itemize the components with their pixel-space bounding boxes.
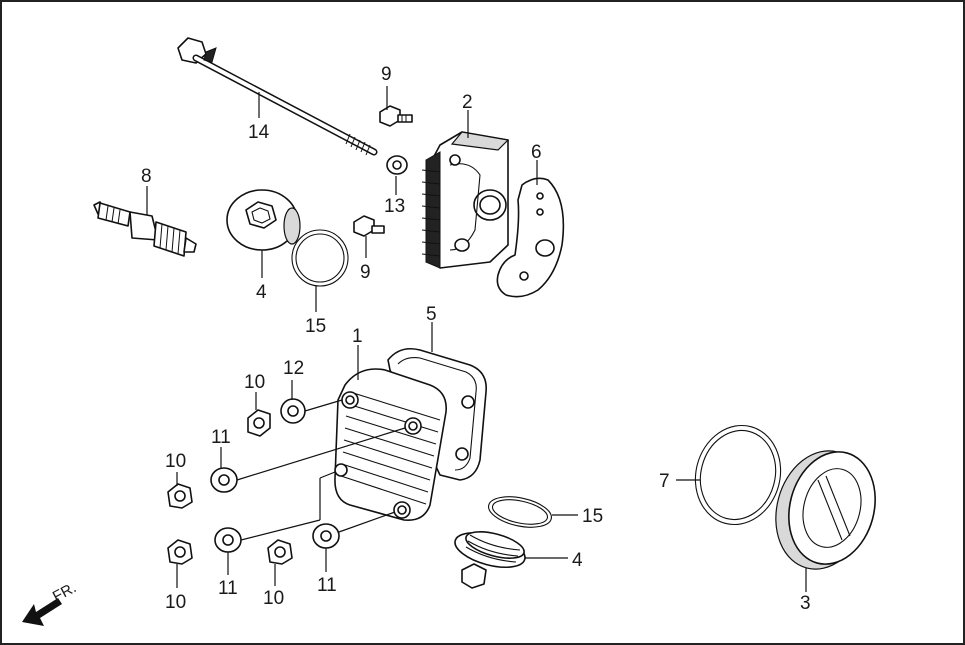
part-6-gasket-plate[interactable] [496, 177, 565, 298]
callout-10-c: 10 [165, 592, 186, 613]
callout-10-a: 10 [244, 372, 265, 393]
callout-6: 6 [531, 142, 542, 163]
assembly-lines [236, 399, 406, 541]
part-10-nut-b[interactable] [167, 483, 193, 509]
part-10-nut-d[interactable] [267, 539, 293, 565]
callout-8: 8 [141, 166, 152, 187]
callout-4-top: 4 [256, 282, 267, 303]
callout-13: 13 [384, 196, 405, 217]
part-9-bolt-lower[interactable] [353, 215, 385, 237]
callout-2: 2 [462, 92, 473, 113]
part-9-bolt-top[interactable] [379, 105, 413, 127]
part-15-o-ring-lower[interactable] [486, 492, 554, 533]
part-14-stud-bolt[interactable] [177, 37, 378, 156]
callout-11-a: 11 [211, 427, 231, 448]
part-8-spark-plug[interactable] [93, 201, 197, 257]
part-7-large-o-ring[interactable] [684, 416, 791, 534]
part-11-washer-b[interactable] [214, 527, 242, 553]
part-10-nut-c[interactable] [167, 539, 193, 565]
callout-15-lower: 15 [582, 506, 603, 527]
part-10-nut-a[interactable] [247, 409, 271, 437]
callout-5: 5 [426, 304, 437, 325]
part-15-o-ring-top[interactable] [291, 229, 349, 287]
callout-leader-lines [146, 86, 807, 592]
callout-1: 1 [352, 326, 363, 347]
part-4-plug-cap-top[interactable] [226, 189, 301, 251]
part-1-head-cover[interactable] [334, 368, 447, 522]
part-12-washer[interactable] [280, 398, 306, 424]
callout-10-d: 10 [263, 588, 284, 609]
part-4-threaded-plug-lower[interactable] [451, 526, 528, 589]
callout-15-top: 15 [305, 316, 326, 337]
callout-11-b: 11 [218, 578, 238, 599]
callout-9-lower: 9 [360, 262, 371, 283]
part-3-round-cover[interactable] [763, 440, 887, 579]
callout-11-c: 11 [317, 575, 337, 596]
callout-3: 3 [800, 593, 811, 614]
callout-4-lower: 4 [572, 550, 583, 571]
callout-9-top: 9 [381, 64, 392, 85]
front-arrow-icon [22, 598, 62, 626]
part-2-tensioner-block[interactable] [421, 131, 510, 269]
callout-12: 12 [283, 358, 304, 379]
callout-14: 14 [248, 122, 270, 143]
front-direction-indicator: FR. [22, 579, 79, 626]
part-13-washer[interactable] [386, 155, 408, 175]
part-11-washer-c[interactable] [312, 523, 340, 549]
callout-labels: 14 9 13 2 6 8 4 15 9 1 5 12 10 11 10 11 … [141, 64, 811, 614]
callout-7: 7 [659, 471, 670, 492]
callout-10-b: 10 [165, 451, 186, 472]
part-11-washer-a[interactable] [210, 467, 238, 493]
